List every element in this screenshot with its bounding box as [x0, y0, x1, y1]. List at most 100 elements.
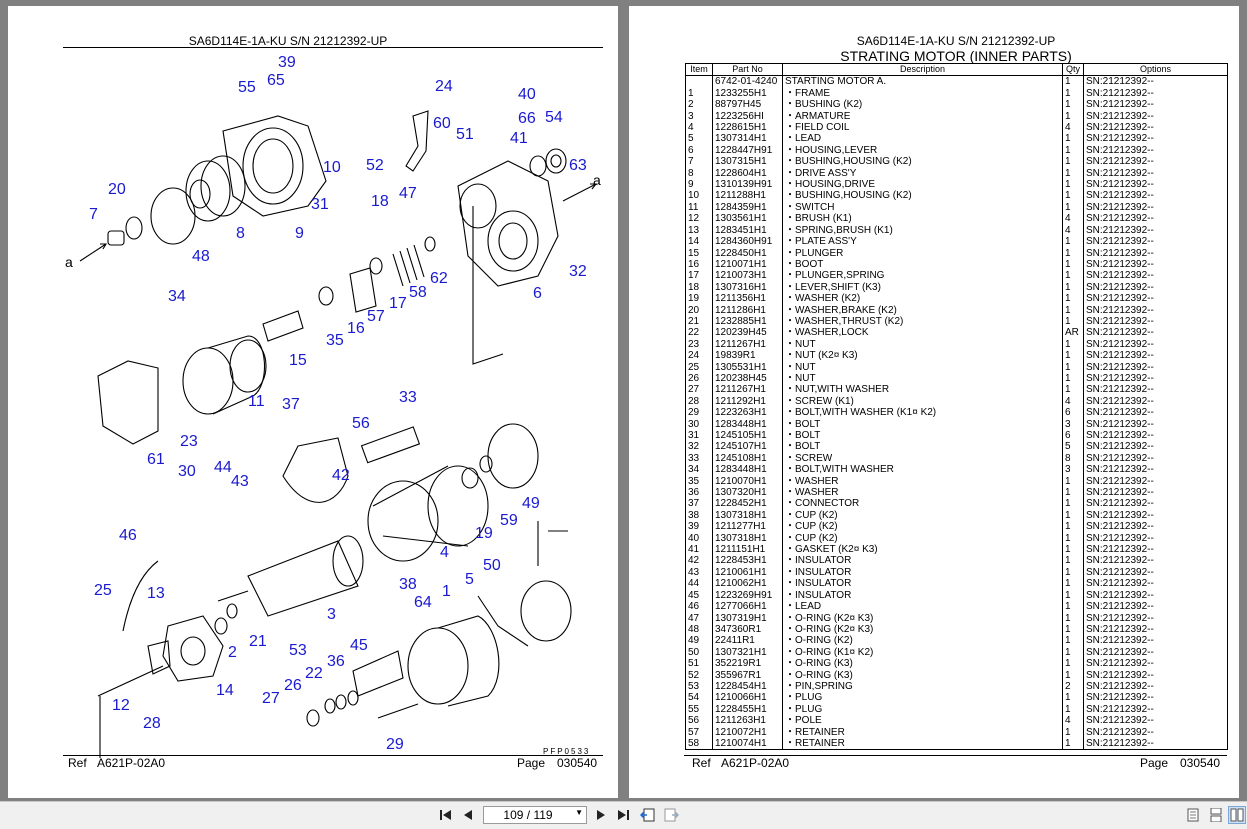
cell-description: ・BOLT,WITH WASHER: [782, 464, 1063, 476]
cell-part-no: 120239H45: [712, 327, 783, 339]
cell-part-no: 1211288H1: [712, 190, 783, 202]
cell-description: ・PLUNGER,SPRING: [782, 270, 1063, 282]
page-indicator: 109 / 119: [503, 808, 553, 822]
callout-30: 30: [178, 463, 196, 480]
cell-options: SN:21212392--: [1083, 247, 1228, 259]
callout-38: 38: [399, 576, 417, 593]
cell-qty: 1: [1062, 646, 1084, 659]
cell-part-no: 1283448H1: [712, 464, 783, 476]
callout-3: 3: [327, 606, 336, 623]
cell-part-no: 1211267H1: [712, 384, 783, 396]
cell-qty: 1: [1062, 201, 1084, 214]
cell-qty: 1: [1062, 236, 1084, 248]
cell-part-no: 1211263H1: [712, 715, 783, 727]
cell-item: 55: [685, 703, 713, 716]
cell-description: ・SCREW: [782, 452, 1063, 465]
cell-item: 44: [685, 578, 713, 590]
callout-34: 34: [168, 288, 186, 305]
prev-page-icon[interactable]: [459, 806, 477, 824]
callout-31: 31: [311, 196, 329, 213]
cell-options: SN:21212392--: [1083, 669, 1228, 681]
cell-part-no: 1245105H1: [712, 430, 783, 442]
cell-part-no: 1210072H1: [712, 726, 783, 738]
callout-8: 8: [236, 225, 245, 242]
cell-item: 37: [685, 498, 713, 510]
callout-50: 50: [483, 557, 501, 574]
col-part-no: Part No: [712, 62, 783, 77]
cell-options: SN:21212392--: [1083, 726, 1228, 738]
next-page-icon[interactable]: [592, 806, 610, 824]
continuous-view-icon[interactable]: [1207, 806, 1225, 824]
callout-28: 28: [143, 715, 161, 732]
cell-description: ・INSULATOR: [782, 589, 1063, 602]
cell-description: ・RETAINER: [782, 726, 1063, 738]
cell-item: 53: [685, 680, 713, 693]
cell-item: 43: [685, 566, 713, 579]
callout-17: 17: [389, 295, 407, 312]
cell-part-no: 1211286H1: [712, 304, 783, 316]
cell-item: 24: [685, 350, 713, 362]
cell-options: SN:21212392--: [1083, 578, 1228, 590]
col-item: Item: [685, 62, 713, 77]
cell-description: ・O-RING (K2¤ K3): [782, 612, 1063, 624]
go-forward-icon[interactable]: [662, 806, 680, 824]
cell-description: ・LEVER,SHIFT (K3): [782, 281, 1063, 294]
cell-item: 25: [685, 361, 713, 373]
callout-36: 36: [327, 653, 345, 670]
callout-61: 61: [147, 451, 165, 468]
cell-options: SN:21212392--: [1083, 589, 1228, 602]
cell-options: SN:21212392--: [1083, 236, 1228, 248]
cell-options: SN:21212392--: [1083, 646, 1228, 659]
cell-part-no: 1210061H1: [712, 566, 783, 579]
cell-item: 29: [685, 407, 713, 419]
cell-part-no: 1210073H1: [712, 270, 783, 282]
callout-33: 33: [399, 389, 417, 406]
cell-qty: 1: [1062, 703, 1084, 716]
cell-item: 58: [685, 737, 713, 751]
page-number-select[interactable]: 109 / 119 ▼: [483, 806, 587, 824]
cell-options: SN:21212392--: [1083, 475, 1228, 488]
cell-description: ・SPRING,BRUSH (K1): [782, 224, 1063, 237]
last-page-icon[interactable]: [614, 806, 632, 824]
cell-item: 9: [685, 179, 713, 191]
cell-qty: 1: [1062, 532, 1084, 545]
go-back-icon[interactable]: [639, 806, 657, 824]
footer-rule: [684, 755, 1227, 756]
cell-part-no: 1228615H1: [712, 122, 783, 134]
cell-options: SN:21212392--: [1083, 167, 1228, 180]
cell-options: SN:21212392--: [1083, 715, 1228, 727]
cell-options: SN:21212392--: [1083, 509, 1228, 522]
cell-options: SN:21212392--: [1083, 258, 1228, 271]
cell-qty: 1: [1062, 737, 1084, 751]
cell-options: SN:21212392--: [1083, 544, 1228, 556]
page-label: Page: [1140, 756, 1169, 770]
cell-options: SN:21212392--: [1083, 372, 1228, 385]
cell-part-no: 1228447H91: [712, 144, 783, 157]
ref-value: A621P-02A0: [97, 756, 166, 770]
cell-item: 52: [685, 669, 713, 681]
facing-view-icon[interactable]: [1228, 806, 1246, 824]
callout-11: 11: [248, 393, 265, 410]
first-page-icon[interactable]: [437, 806, 455, 824]
cell-description: ・O-RING (K2¤ K3): [782, 623, 1063, 636]
cell-part-no: 1233255H1: [712, 87, 783, 100]
right-page: SA6D114E-1A-KU S/N 21212392-UP STRATING …: [629, 6, 1239, 798]
cell-item: 26: [685, 372, 713, 385]
single-page-view-icon[interactable]: [1184, 806, 1202, 824]
callout-15: 15: [289, 352, 307, 369]
cell-description: ・BOLT: [782, 418, 1063, 430]
cell-qty: 1: [1062, 521, 1084, 533]
cell-description: ・HOUSING,DRIVE: [782, 179, 1063, 191]
